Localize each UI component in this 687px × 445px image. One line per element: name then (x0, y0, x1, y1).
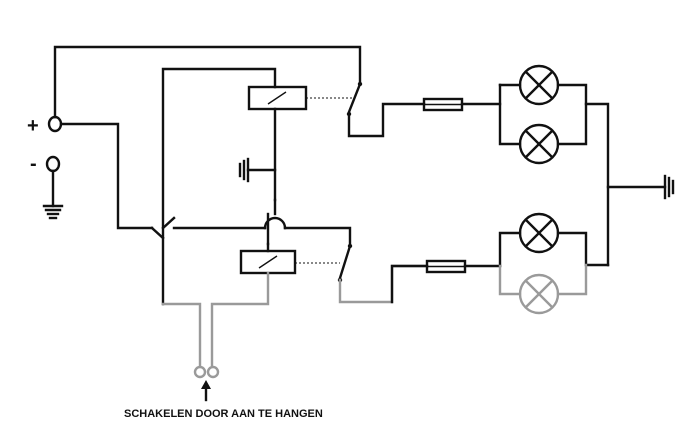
relay-top (247, 85, 308, 202)
control-wires (161, 271, 270, 368)
top-feed-wire (53, 45, 362, 119)
lamp (518, 273, 560, 315)
lamp (518, 64, 560, 106)
switch-bottom (337, 243, 429, 304)
ground-symbol (42, 169, 64, 220)
fuse-top (422, 97, 502, 112)
ground-symbol (238, 157, 277, 183)
crossover-wire (150, 198, 352, 246)
ground-symbol (606, 174, 675, 200)
input-terminals (193, 365, 220, 379)
switch-top (346, 81, 426, 138)
left-rail (161, 67, 277, 306)
plus-label: + (27, 115, 39, 137)
relay-bottom (239, 212, 297, 275)
fuse-bottom (425, 259, 502, 274)
lamp (518, 123, 560, 165)
arrow-up-icon (201, 380, 211, 402)
minus-label: - (30, 153, 37, 175)
lamp-pair-bottom (498, 231, 610, 296)
battery-negative-terminal (45, 155, 61, 173)
lamp-pair-top (498, 83, 610, 267)
lamp (518, 212, 560, 254)
caption: SCHAKELEN DOOR AAN TE HANGEN (124, 408, 323, 420)
positive-main-wire (59, 122, 154, 230)
battery-positive-terminal (47, 115, 63, 133)
